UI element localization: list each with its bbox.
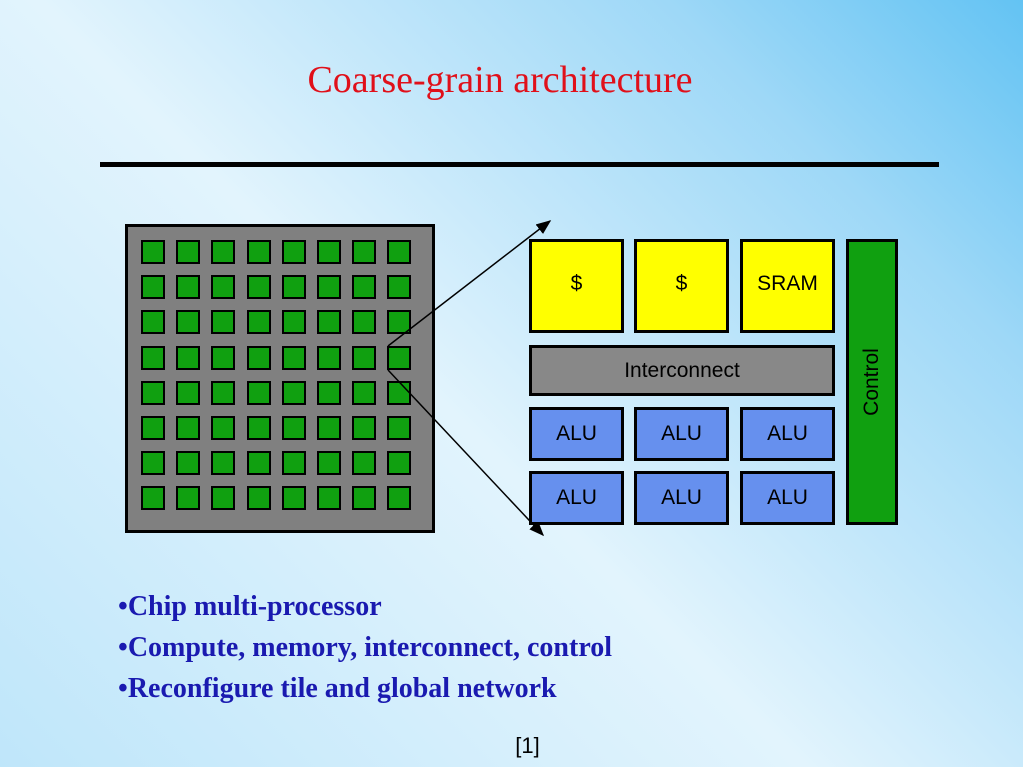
chip-tile — [141, 240, 165, 264]
alu-block-4: ALU — [529, 471, 624, 525]
chip-tile — [352, 380, 377, 405]
chip-tile — [352, 275, 377, 300]
chip-tile — [317, 275, 341, 300]
chip-tile — [281, 310, 306, 335]
chip-tile — [317, 240, 341, 264]
chip-tile — [352, 486, 377, 511]
bullet-item: Reconfigure tile and global network — [118, 668, 612, 709]
chip-tile — [246, 451, 271, 476]
bullet-item: Chip multi-processor — [118, 586, 612, 627]
chip-tile — [317, 310, 341, 335]
chip-tile — [211, 416, 236, 440]
chip-tile — [246, 345, 271, 370]
control-label: Control — [860, 348, 884, 416]
chip-tile — [211, 240, 236, 264]
chip-tile — [176, 380, 201, 405]
chip-tile — [141, 345, 165, 370]
chip-tile — [352, 416, 377, 440]
bullet-item: Compute, memory, interconnect, control — [118, 627, 612, 668]
chip-tile — [176, 486, 201, 511]
chip-tile — [141, 416, 165, 440]
chip-tile — [246, 275, 271, 300]
chip-tile — [141, 451, 165, 476]
bullet-list: Chip multi-processor Compute, memory, in… — [118, 586, 612, 709]
chip-tile — [246, 416, 271, 440]
chip-tile — [352, 240, 377, 264]
zoom-arrow-bottom — [387, 369, 545, 537]
chip-tile — [176, 451, 201, 476]
chip-tile — [387, 416, 412, 440]
chip-tile — [281, 345, 306, 370]
chip-tile — [141, 486, 165, 511]
cache-block-1: $ — [529, 239, 624, 333]
sram-block: SRAM — [740, 239, 835, 333]
chip-tile — [387, 240, 412, 264]
chip-tile — [141, 275, 165, 300]
chip-tile — [246, 310, 271, 335]
citation-reference: [1] — [515, 733, 540, 758]
chip-tile — [317, 416, 341, 440]
chip-tile — [141, 380, 165, 405]
chip-tile — [176, 275, 201, 300]
chip-tile — [176, 416, 201, 440]
chip-tile — [387, 275, 412, 300]
chip-tile — [387, 345, 412, 370]
chip-tile — [211, 345, 236, 370]
control-block: Control — [846, 239, 898, 525]
chip-tile — [141, 310, 165, 335]
alu-block-6: ALU — [740, 471, 835, 525]
chip-tile — [281, 240, 306, 264]
chip-tile — [176, 310, 201, 335]
interconnect-block: Interconnect — [529, 345, 835, 396]
alu-block-1: ALU — [529, 407, 624, 461]
chip-tile — [281, 416, 306, 440]
chip-tile — [281, 451, 306, 476]
chip-tile — [352, 345, 377, 370]
cache-block-2: $ — [634, 239, 729, 333]
slide-title: Coarse-grain architecture — [307, 59, 693, 101]
chip-tile — [281, 275, 306, 300]
chip-tile — [246, 240, 271, 264]
chip-tile — [317, 486, 341, 511]
chip-tile-grid — [125, 224, 435, 533]
chip-tile — [211, 486, 236, 511]
chip-tile — [211, 380, 236, 405]
alu-block-2: ALU — [634, 407, 729, 461]
alu-block-5: ALU — [634, 471, 729, 525]
chip-tile — [281, 486, 306, 511]
chip-tile — [246, 380, 271, 405]
chip-tile — [176, 345, 201, 370]
chip-tile — [211, 451, 236, 476]
chip-tile — [211, 275, 236, 300]
chip-tile — [176, 240, 201, 264]
chip-tile — [317, 380, 341, 405]
zoom-arrow-top — [387, 220, 552, 347]
chip-tile — [352, 451, 377, 476]
alu-block-3: ALU — [740, 407, 835, 461]
chip-tile — [211, 310, 236, 335]
chip-tile — [281, 380, 306, 405]
chip-tile — [317, 345, 341, 370]
chip-tile — [246, 486, 271, 511]
chip-tile — [352, 310, 377, 335]
title-divider — [100, 162, 939, 167]
chip-tile — [387, 451, 412, 476]
chip-tile — [317, 451, 341, 476]
chip-tile — [387, 486, 412, 511]
